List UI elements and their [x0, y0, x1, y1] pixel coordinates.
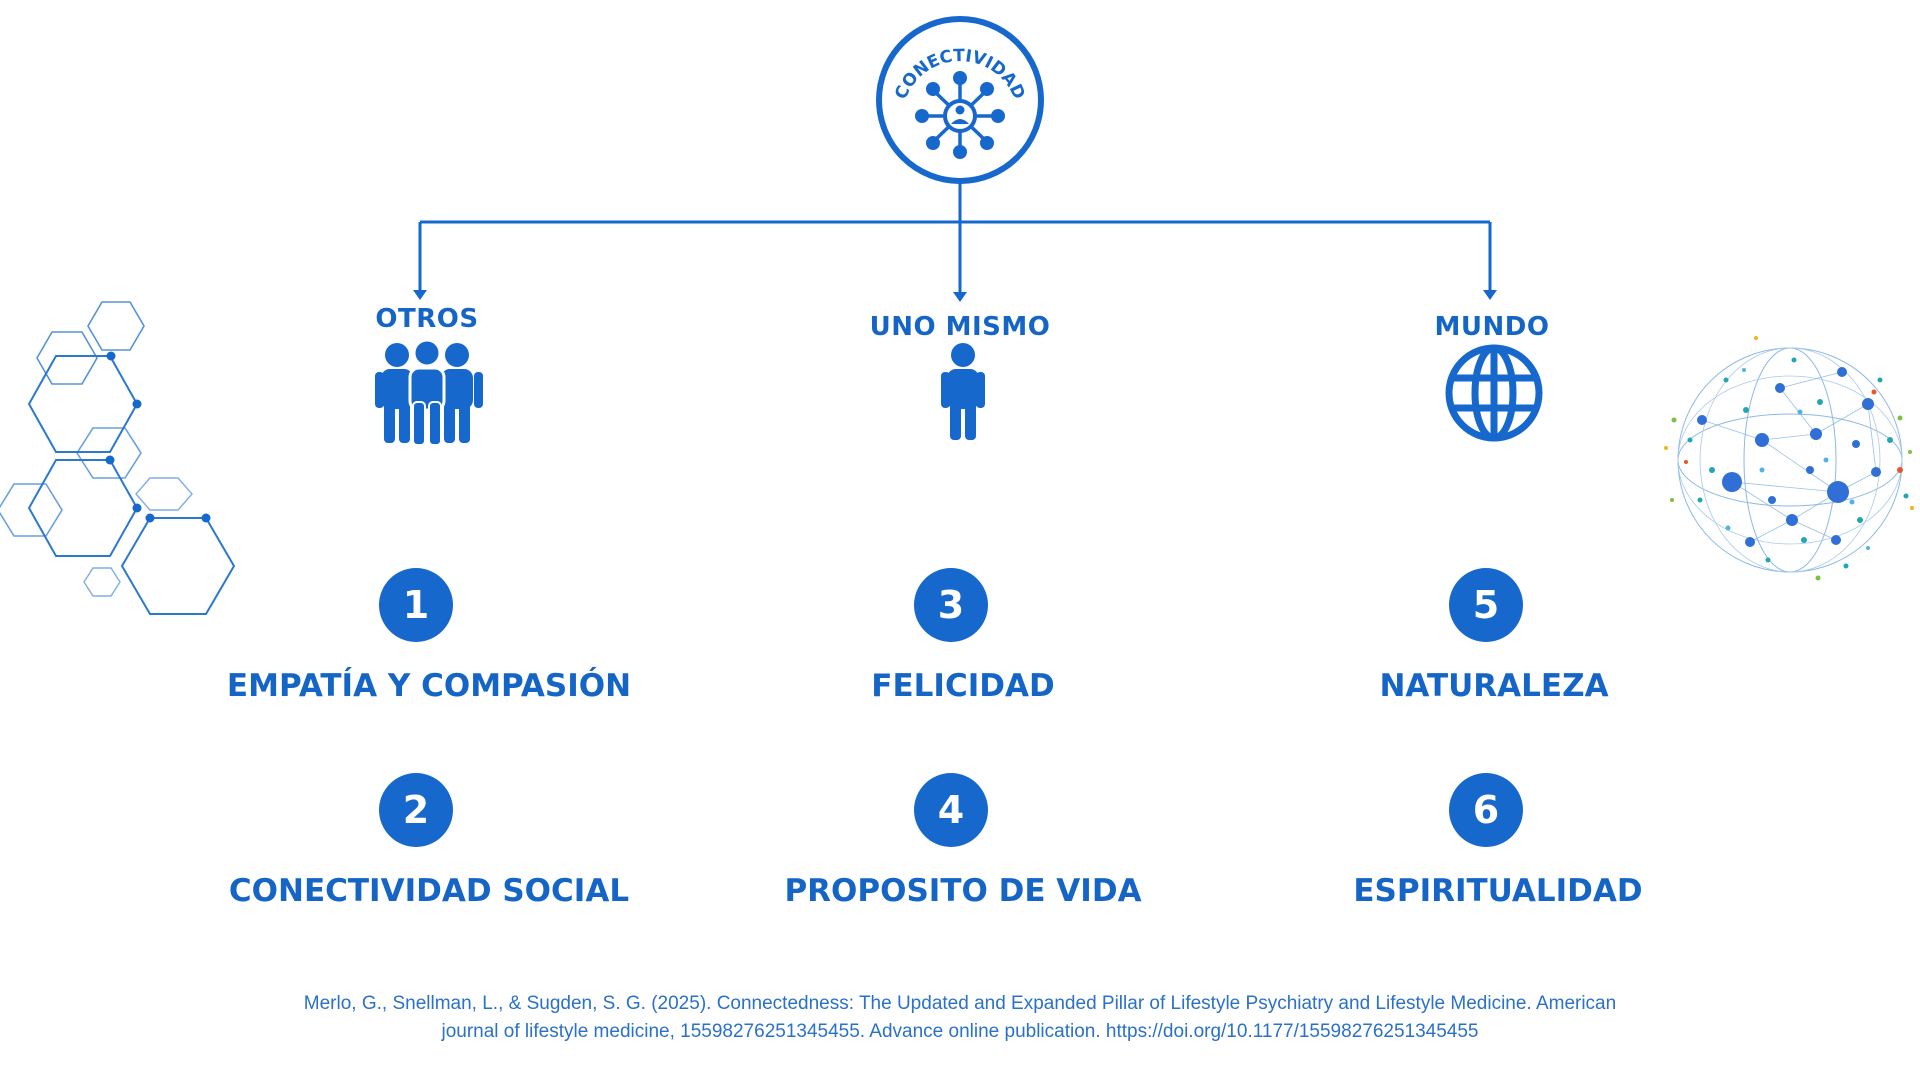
person-icon: [941, 343, 985, 440]
group-people-icon: [375, 338, 483, 446]
connector-arrowheads: [413, 290, 1497, 302]
number-badge-1: 1: [379, 568, 453, 642]
citation-line-1: Merlo, G., Snellman, L., & Sugden, S. G.…: [303, 993, 1617, 1014]
network-people-icon: [915, 71, 1005, 159]
item-label-empatia: EMPATÍA Y COMPASIÓN: [226, 668, 632, 704]
hexagon-decoration-icon: [0, 301, 236, 615]
item-label-proposito-de-vida: PROPOSITO DE VIDA: [784, 873, 1142, 909]
item-label-espiritualidad: ESPIRITUALIDAD: [1353, 873, 1643, 909]
branch-title-mundo: MUNDO: [1434, 312, 1550, 342]
number-badge-3: 3: [914, 568, 988, 642]
citation: Merlo, G., Snellman, L., & Sugden, S. G.…: [0, 990, 1920, 1046]
branch-title-otros: OTROS: [375, 304, 479, 334]
number-badge-4: 4: [914, 773, 988, 847]
root-node: CONECTIVIDAD: [876, 16, 1044, 184]
item-label-naturaleza: NATURALEZA: [1379, 668, 1609, 704]
number-badge-2: 2: [379, 773, 453, 847]
branch-title-uno-mismo: UNO MISMO: [869, 312, 1051, 342]
item-label-felicidad: FELICIDAD: [871, 668, 1055, 704]
number-badge-6: 6: [1449, 773, 1523, 847]
number-badge-5: 5: [1449, 568, 1523, 642]
globe-icon: [1445, 344, 1543, 442]
item-label-conectividad-social: CONECTIVIDAD SOCIAL: [228, 873, 630, 909]
connector-lines: [418, 182, 1492, 294]
citation-line-2: journal of lifestyle medicine, 155982762…: [441, 1021, 1479, 1042]
network-globe-decoration-icon: [1664, 336, 1914, 581]
